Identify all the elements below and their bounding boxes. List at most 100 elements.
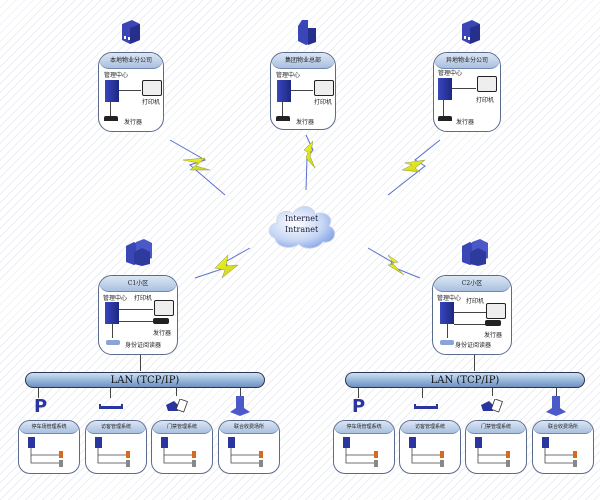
server-icon — [438, 78, 452, 100]
lightning-icon — [387, 139, 441, 196]
subsystem-wiring — [343, 437, 378, 467]
management-center-label: 管理中心 — [438, 70, 463, 77]
controller-icon — [95, 437, 102, 448]
subsystem-title: 联合收费场所 — [533, 421, 593, 434]
id-card-reader-icon — [106, 340, 120, 345]
card-swipe-icon — [166, 398, 188, 413]
issuer-icon — [104, 116, 118, 121]
site-title: 集团物业总部 — [271, 53, 335, 69]
subsystem-visitor: 访客管理系统 — [399, 420, 461, 474]
lan-bus-c1: LAN (TCP/IP) — [25, 372, 265, 388]
building-icon — [229, 396, 251, 416]
id-card-reader-label: 身份证阅读器 — [125, 342, 162, 349]
controller-icon — [475, 437, 482, 448]
issuer-label: 发行器 — [296, 119, 315, 126]
subsystem-access-control: 门禁管理系统 — [151, 420, 213, 474]
subsystem-devices — [400, 433, 458, 473]
printer-icon — [142, 80, 162, 96]
subsystem-title: 联合收费场所 — [219, 421, 279, 434]
controller-icon — [28, 437, 35, 448]
controller-icon — [343, 437, 350, 448]
subsystem-wiring — [542, 437, 577, 467]
id-card-reader-label: 身份证阅读器 — [455, 342, 492, 349]
site-title: 本地物业分公司 — [99, 53, 163, 69]
subsystem-wiring — [228, 437, 263, 467]
management-center-label: 管理中心 — [104, 72, 129, 79]
subsystem-parking: 停车场管理系统 — [18, 420, 80, 474]
subsystem-title: 停车场管理系统 — [19, 421, 79, 434]
lightning-icon — [367, 247, 421, 279]
cloud-icon — [268, 206, 336, 249]
device-icon — [506, 460, 510, 467]
internet-cloud: Internet Intranet — [265, 200, 340, 252]
subsystem-access-control: 门禁管理系统 — [465, 420, 527, 474]
subsystem-devices — [219, 433, 277, 473]
issuer-label: 发行器 — [456, 119, 475, 126]
residential-buildings-icon — [122, 238, 154, 266]
community-title: C2小区 — [433, 276, 511, 292]
subsystem-joint-fee: 联合收费场所 — [218, 420, 280, 474]
printer-label: 打印机 — [314, 99, 333, 106]
subsystem-devices — [152, 433, 210, 473]
issuer-icon — [276, 116, 290, 121]
management-center-label: 管理中心 — [103, 295, 128, 302]
controller-icon — [409, 437, 416, 448]
lightning-icon — [303, 134, 316, 191]
printer-icon — [154, 300, 174, 316]
server-icon — [277, 80, 291, 102]
printer-icon — [314, 80, 334, 96]
building-icon — [294, 18, 320, 46]
subsystem-title: 访客管理系统 — [86, 421, 146, 434]
printer-icon — [486, 303, 506, 319]
subsystem-wiring — [409, 437, 444, 467]
lightning-icon — [169, 139, 226, 196]
id-card-reader-icon — [440, 340, 454, 345]
subsystem-wiring — [95, 437, 130, 467]
printer-label: 打印机 — [142, 99, 161, 106]
parking-icon: P — [352, 396, 366, 417]
device-icon — [506, 451, 510, 458]
cloud-label-internet: Internet — [285, 214, 319, 223]
management-center-label: 管理中心 — [276, 72, 301, 79]
device-icon — [59, 460, 63, 467]
barrier-icon — [99, 404, 123, 409]
lightning-icon — [194, 247, 251, 279]
printer-icon — [477, 76, 497, 92]
device-icon — [374, 460, 378, 467]
device-icon — [59, 451, 63, 458]
device-icon — [573, 460, 577, 467]
issuer-icon — [485, 320, 501, 326]
building-icon — [118, 18, 144, 46]
device-icon — [374, 451, 378, 458]
subsystem-wiring — [475, 437, 510, 467]
device-icon — [126, 460, 130, 467]
device-icon — [192, 460, 196, 467]
subsystem-wiring — [28, 437, 63, 467]
management-center-label: 管理中心 — [437, 295, 462, 302]
parking-icon: P — [34, 396, 48, 417]
server-icon — [105, 302, 119, 324]
subsystem-title: 门禁管理系统 — [152, 421, 212, 434]
card-swipe-icon — [481, 398, 503, 413]
printer-label: 打印机 — [476, 97, 495, 104]
controller-icon — [161, 437, 168, 448]
server-icon — [105, 80, 119, 102]
subsystem-devices — [533, 433, 591, 473]
building-icon — [545, 396, 567, 416]
issuer-icon — [153, 318, 169, 324]
subsystem-title: 停车场管理系统 — [334, 421, 394, 434]
cloud-label-intranet: Intranet — [285, 225, 319, 234]
subsystem-wiring — [161, 437, 196, 467]
subsystem-devices — [334, 433, 392, 473]
controller-icon — [228, 437, 235, 448]
subsystem-title: 访客管理系统 — [400, 421, 460, 434]
site-title: 异地物业分公司 — [434, 53, 500, 69]
subsystem-visitor: 访客管理系统 — [85, 420, 147, 474]
device-icon — [440, 451, 444, 458]
printer-label: 打印机 — [466, 298, 485, 305]
issuer-label: 发行器 — [484, 332, 503, 339]
issuer-label: 发行器 — [124, 119, 143, 126]
subsystem-joint-fee: 联合收费场所 — [532, 420, 594, 474]
subsystem-title: 门禁管理系统 — [466, 421, 526, 434]
